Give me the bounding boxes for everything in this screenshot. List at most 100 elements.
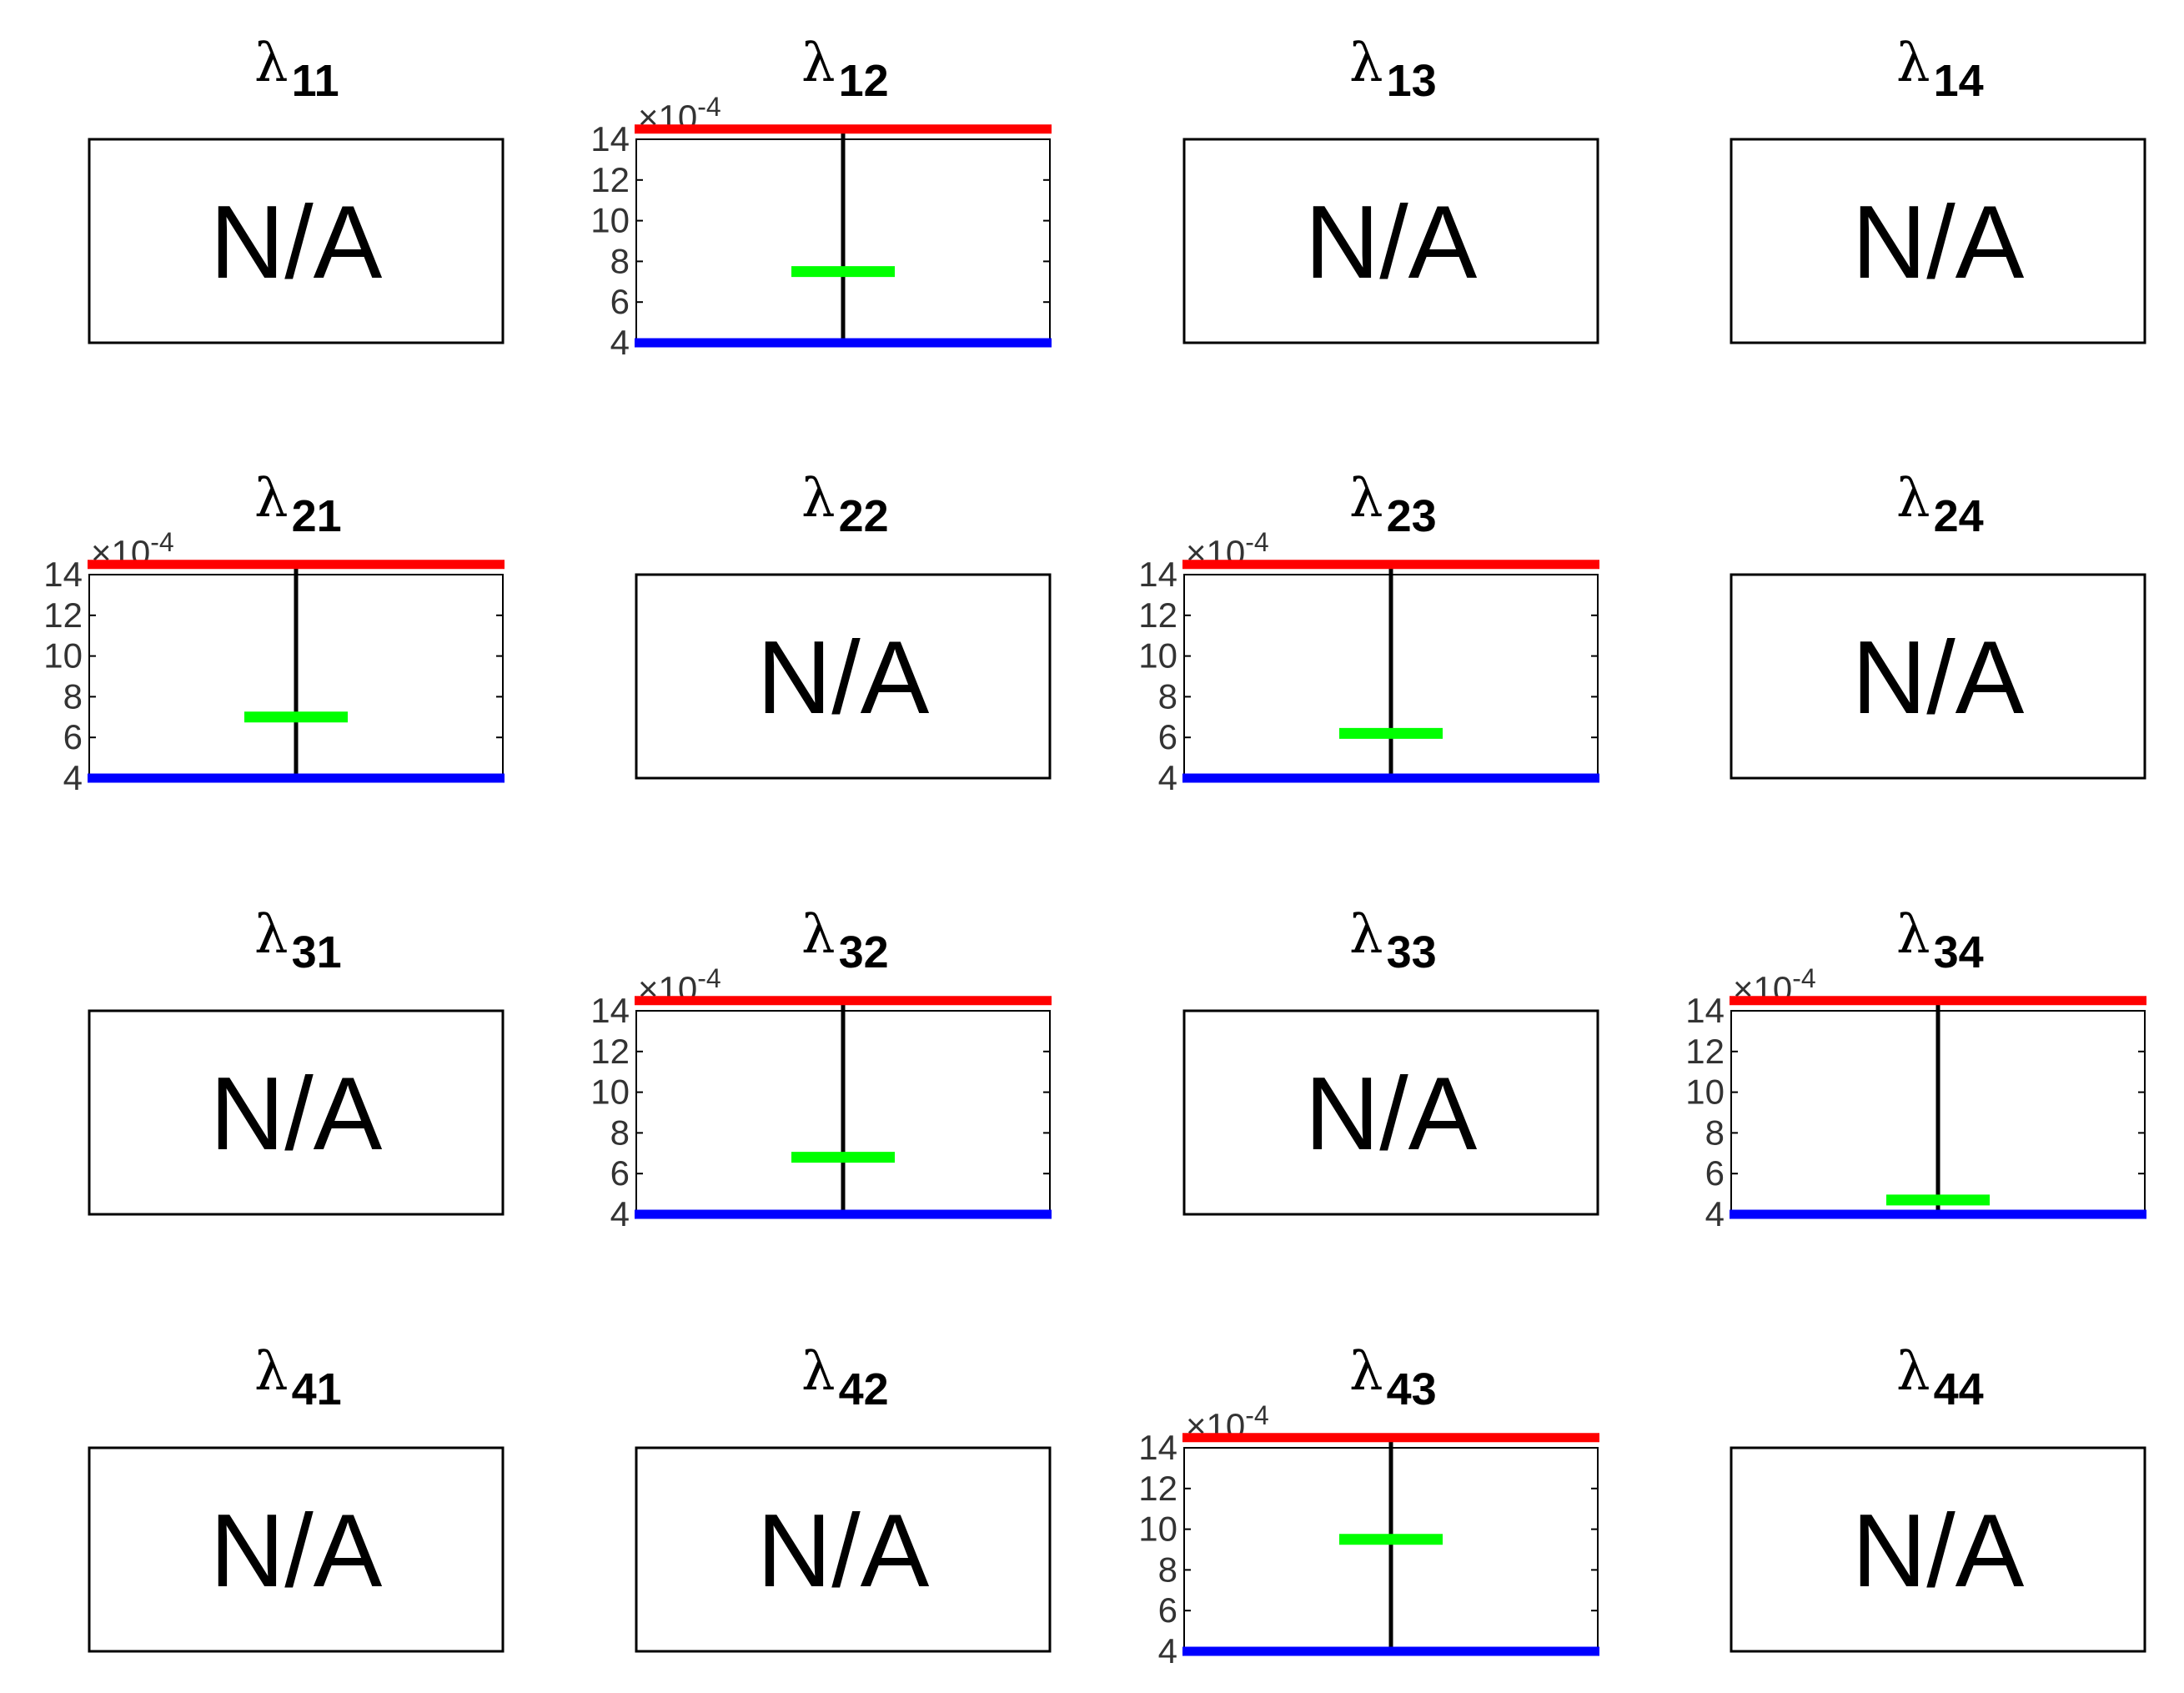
y-tick-label: 12 — [1138, 1469, 1177, 1508]
panel-title: λ34 — [1896, 904, 1984, 977]
title-subscript: 34 — [1934, 927, 1984, 977]
y-tick-label: 12 — [1685, 1032, 1725, 1071]
panel-title: λ12 — [801, 33, 889, 106]
axes-frame — [88, 138, 505, 344]
title-subscript: 23 — [1387, 491, 1437, 541]
title-symbol: λ — [1349, 468, 1383, 530]
title-symbol: λ — [801, 1341, 836, 1403]
y-tick-label: 6 — [1705, 1153, 1725, 1193]
axes-frame — [1730, 138, 2146, 344]
title-subscript: 21 — [292, 491, 342, 541]
y-tick-label: 12 — [590, 160, 630, 199]
na-label: N/A — [1852, 620, 2025, 736]
title-subscript: 44 — [1934, 1364, 1984, 1414]
y-tick-label: 14 — [43, 555, 83, 594]
na-label: N/A — [1852, 185, 2025, 300]
title-symbol: λ — [801, 33, 836, 94]
title-subscript: 42 — [839, 1364, 889, 1414]
y-tick-label: 10 — [590, 201, 630, 240]
y-tick-label: 8 — [1158, 676, 1177, 716]
axes-frame — [88, 1009, 505, 1216]
axes-frame — [1182, 138, 1599, 344]
na-label: N/A — [1852, 1494, 2025, 1609]
y-tick-label: 12 — [43, 595, 83, 635]
na-label: N/A — [1305, 1057, 1478, 1172]
title-symbol: λ — [254, 468, 289, 530]
y-tick-label: 14 — [1685, 991, 1725, 1030]
title-subscript: 22 — [839, 491, 889, 541]
na-label: N/A — [210, 1057, 383, 1172]
panel-title: λ22 — [801, 468, 889, 541]
panel-title: λ24 — [1896, 468, 1984, 541]
title-subscript: 43 — [1387, 1364, 1437, 1414]
panel-title: λ33 — [1349, 904, 1437, 977]
panel-title: λ41 — [254, 1341, 342, 1414]
exponent-power: -4 — [150, 527, 173, 557]
panel-title: λ13 — [1349, 33, 1437, 106]
y-tick-label: 8 — [610, 241, 630, 280]
panel-title: λ31 — [254, 904, 342, 977]
y-tick-label: 10 — [1685, 1073, 1725, 1112]
exponent-power: -4 — [697, 92, 720, 122]
title-symbol: λ — [1896, 904, 1930, 966]
title-subscript: 32 — [839, 927, 889, 977]
y-tick-label: 6 — [610, 282, 630, 321]
title-symbol: λ — [801, 904, 836, 966]
na-label: N/A — [757, 620, 930, 736]
panel-title: λ23 — [1349, 468, 1437, 541]
title-symbol: λ — [1349, 904, 1383, 966]
panel-title: λ32 — [801, 904, 889, 977]
title-symbol: λ — [1896, 1341, 1930, 1403]
panel-title: λ42 — [801, 1341, 889, 1414]
y-tick-label: 4 — [610, 323, 630, 362]
axes-frame — [635, 573, 1052, 780]
title-subscript: 11 — [292, 56, 339, 106]
title-subscript: 14 — [1934, 56, 1984, 106]
panel-title: λ21 — [254, 468, 342, 541]
title-symbol: λ — [1349, 33, 1383, 94]
title-symbol: λ — [1896, 33, 1930, 94]
title-symbol: λ — [254, 33, 289, 94]
y-tick-label: 8 — [1158, 1550, 1177, 1589]
axes-frame — [1730, 573, 2146, 780]
y-tick-label: 8 — [63, 676, 83, 716]
title-subscript: 41 — [292, 1364, 342, 1414]
panel-title: λ44 — [1896, 1341, 1984, 1414]
y-tick-label: 14 — [590, 991, 630, 1030]
y-tick-label: 10 — [590, 1073, 630, 1112]
na-label: N/A — [210, 1494, 383, 1609]
y-tick-label: 10 — [1138, 636, 1177, 676]
exponent-power: -4 — [1245, 1400, 1268, 1430]
y-tick-label: 4 — [1705, 1194, 1725, 1233]
y-tick-label: 14 — [590, 119, 630, 158]
title-symbol: λ — [254, 904, 289, 966]
y-tick-label: 6 — [1158, 1590, 1177, 1630]
y-tick-label: 6 — [63, 717, 83, 756]
y-tick-label: 4 — [63, 758, 83, 797]
y-tick-label: 8 — [610, 1113, 630, 1152]
title-subscript: 12 — [839, 56, 889, 106]
axes-frame — [1730, 1446, 2146, 1653]
y-tick-label: 4 — [1158, 1631, 1177, 1670]
axes-frame — [635, 1446, 1052, 1653]
title-subscript: 13 — [1387, 56, 1437, 106]
axes-frame — [88, 1446, 505, 1653]
title-symbol: λ — [254, 1341, 289, 1403]
y-tick-label: 14 — [1138, 1428, 1177, 1467]
panel-title: λ14 — [1896, 33, 1984, 106]
panel-title: λ11 — [254, 33, 339, 106]
y-tick-label: 12 — [1138, 595, 1177, 635]
title-symbol: λ — [1349, 1341, 1383, 1403]
axes-frame — [1182, 1009, 1599, 1216]
